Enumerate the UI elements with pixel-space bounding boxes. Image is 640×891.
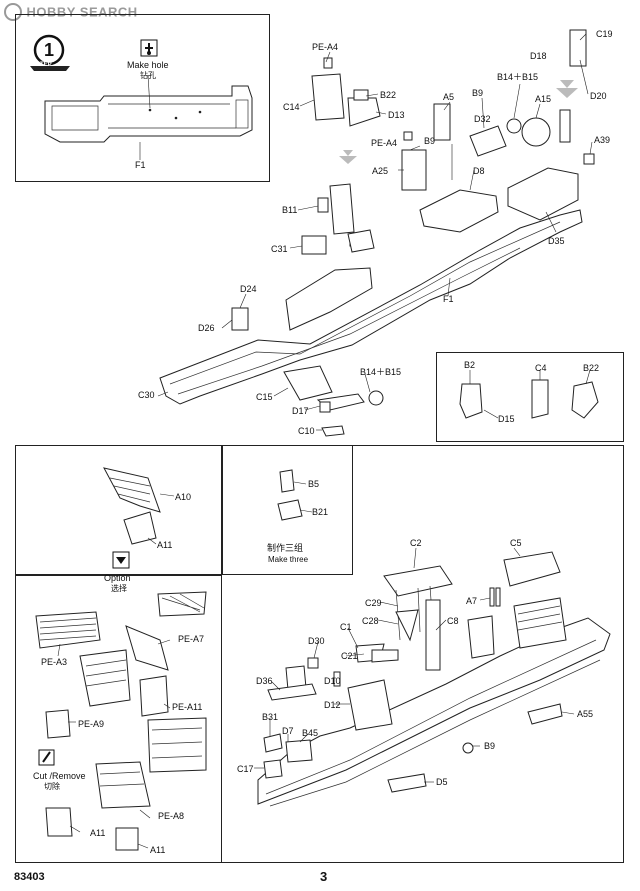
part-label-a11-b: A11 xyxy=(150,845,166,855)
part-label-b2: B2 xyxy=(464,360,476,370)
part-label-d35: D35 xyxy=(548,236,565,246)
make-hole-label: Make hole xyxy=(127,60,169,70)
part-label-a39: A39 xyxy=(594,135,611,145)
f1-deck-plan xyxy=(44,74,253,160)
part-label-pe-a3: PE-A3 xyxy=(41,657,68,667)
watermark-logo-icon xyxy=(4,3,22,21)
make-three-drawing xyxy=(277,469,313,521)
cut-remove-label-cn: 切除 xyxy=(44,782,60,791)
part-label-d12: D12 xyxy=(324,700,341,710)
photo-etch-detail-drawing xyxy=(35,591,207,851)
part-label-c21: C21 xyxy=(341,651,358,661)
part-label-pe-a7: PE-A7 xyxy=(178,634,205,644)
part-label-b9-bot: B9 xyxy=(484,741,496,751)
part-label-pe-a9: PE-A9 xyxy=(78,719,105,729)
part-label-f1-b: F1 xyxy=(443,294,454,304)
part-label-c14: C14 xyxy=(283,102,300,112)
part-label-c29: C29 xyxy=(365,598,382,608)
part-label-b21: B21 xyxy=(312,507,329,517)
part-label-d13: D13 xyxy=(388,110,405,120)
part-label-d30: D30 xyxy=(308,636,325,646)
part-label-d5: D5 xyxy=(436,777,448,787)
part-label-d10: D10 xyxy=(324,676,341,686)
part-label-d20: D20 xyxy=(590,91,607,101)
part-label-d36: D36 xyxy=(256,676,273,686)
leader-lines-lower xyxy=(254,547,575,783)
part-label-b9-mid: B9 xyxy=(424,136,436,146)
part-label-c19: C19 xyxy=(596,29,613,39)
page-number: 3 xyxy=(320,869,328,884)
part-label-c1: C1 xyxy=(340,622,352,632)
part-label-f1-a: F1 xyxy=(135,160,146,170)
part-label-c2: C2 xyxy=(410,538,422,548)
inset-parts-drawing xyxy=(459,369,599,419)
hull-f1-upper xyxy=(159,29,595,437)
step-number: 1 xyxy=(44,40,55,60)
part-label-d26: D26 xyxy=(198,323,215,333)
part-label-a15: A15 xyxy=(535,94,552,104)
part-label-d17: D17 xyxy=(292,406,309,416)
make-three-label-cn: 制作三组 xyxy=(267,544,304,554)
part-label-pe-a11: PE-A11 xyxy=(172,702,203,712)
step-badge-icon xyxy=(30,34,70,71)
part-label-b45: B45 xyxy=(302,728,319,738)
part-label-d7: D7 xyxy=(282,726,294,736)
option-label-cn: 选择 xyxy=(111,584,127,593)
part-label-c10: C10 xyxy=(298,426,315,436)
leader-lines-upper xyxy=(157,33,593,431)
part-label-a10: A10 xyxy=(175,492,192,502)
part-label-c28: C28 xyxy=(362,616,379,626)
part-label-b5: B5 xyxy=(308,479,320,489)
cut-remove-label: Cut /Remove xyxy=(33,771,86,781)
part-label-b14-b15-bot: B14＋B15 xyxy=(360,367,402,377)
frame-detail-left xyxy=(15,575,222,863)
frame-step-top-left xyxy=(15,14,270,182)
watermark: HOBBY SEARCH xyxy=(4,3,138,21)
part-label-c30: C30 xyxy=(138,390,155,400)
part-label-a11-opt: A11 xyxy=(157,540,173,550)
part-label-a55: A55 xyxy=(577,709,594,719)
watermark-text: HOBBY SEARCH xyxy=(26,4,138,20)
part-label-d32: D32 xyxy=(474,114,491,124)
part-label-b11: B11 xyxy=(282,205,298,215)
part-label-b9-top: B9 xyxy=(472,88,484,98)
part-label-a7: A7 xyxy=(466,596,478,606)
option-radar-drawing xyxy=(103,467,175,569)
part-label-c15: C15 xyxy=(256,392,273,402)
part-label-c8: C8 xyxy=(447,616,459,626)
part-label-d15: D15 xyxy=(498,414,515,424)
frame-option xyxy=(15,445,222,575)
part-label-a25: A25 xyxy=(372,166,389,176)
part-label-pe-a4-top: PE-A4 xyxy=(312,42,339,52)
part-label-c31: C31 xyxy=(271,244,288,254)
part-label-a11-a: A11 xyxy=(90,828,106,838)
part-label-c17: C17 xyxy=(237,764,254,774)
part-label-d18: D18 xyxy=(530,51,547,61)
make-three-label: Make three xyxy=(268,555,309,564)
option-label: Option xyxy=(104,573,131,583)
frame-make-three xyxy=(222,445,353,575)
part-label-c5: C5 xyxy=(510,538,522,548)
product-code: 83403 xyxy=(14,871,45,883)
part-label-pe-a4-mid: PE-A4 xyxy=(371,138,398,148)
make-hole-icon xyxy=(140,39,158,57)
frame-inset-right xyxy=(436,352,624,442)
part-label-c4: C4 xyxy=(535,363,547,373)
part-label-b14-b15-top: B14＋B15 xyxy=(497,72,539,82)
part-label-b31: B31 xyxy=(262,712,279,722)
part-label-pe-a8: PE-A8 xyxy=(158,811,185,821)
part-label-d24: D24 xyxy=(240,284,257,294)
hull-lower xyxy=(257,551,611,807)
make-hole-label-cn: 钻孔 xyxy=(140,71,156,80)
part-label-b22-top: B22 xyxy=(380,90,397,100)
part-label-a5: A5 xyxy=(443,92,455,102)
part-label-d8: D8 xyxy=(473,166,485,176)
step-label: STEP xyxy=(36,62,52,68)
part-label-b22-inset: B22 xyxy=(583,363,600,373)
